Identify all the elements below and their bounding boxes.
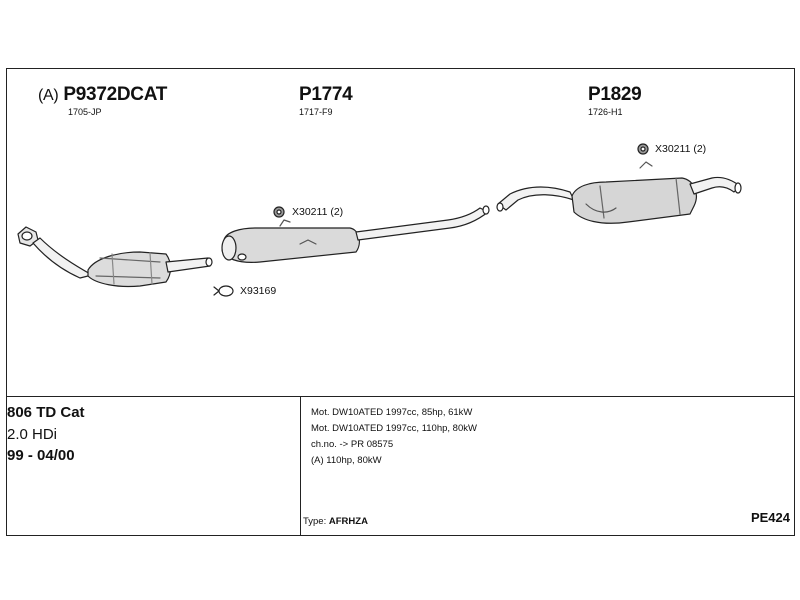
catalytic-converter	[87, 251, 172, 288]
hanger-rubber-rear	[637, 143, 649, 155]
vehicle-years: 99 - 04/00	[7, 447, 75, 464]
type-value: AFRHZA	[328, 516, 368, 527]
tailpipe	[689, 176, 741, 195]
front-downpipe	[32, 237, 93, 279]
part-code-rear: 1726-H1	[588, 107, 623, 117]
part-code-front: 1705-JP	[68, 107, 102, 117]
rear-inlet-pipe	[497, 186, 575, 211]
cat-outlet-pipe	[165, 257, 211, 273]
diagram-frame	[6, 68, 795, 536]
frame-divider-horizontal	[7, 396, 794, 397]
note-line: Mot. DW10ATED 1997cc, 85hp, 61kW	[311, 407, 473, 418]
middle-silencer	[221, 219, 360, 263]
part-prefix: (A)	[38, 87, 59, 104]
vehicle-engine: 2.0 HDi	[7, 426, 58, 443]
vehicle-model: 806 TD Cat	[7, 404, 85, 421]
frame-divider-vertical	[300, 396, 301, 536]
type-field: Type: AFRHZA	[303, 516, 368, 527]
note-line: Mot. DW10ATED 1997cc, 110hp, 80kW	[311, 423, 477, 434]
part-number-rear: P1829	[588, 84, 642, 105]
rear-silencer	[571, 161, 697, 224]
part-number-middle: P1774	[299, 84, 353, 105]
callout-clamp: X93169	[240, 285, 277, 297]
type-label: Type:	[303, 516, 327, 527]
part-code-middle: 1717-F9	[299, 107, 333, 117]
note-line: (A) 110hp, 80kW	[311, 455, 382, 466]
clamp-icon	[213, 285, 234, 297]
part-number-label: P9372DCAT	[63, 84, 168, 105]
reference-code: PE424	[750, 510, 790, 525]
part-number-front: (A) P9372DCAT	[38, 84, 167, 106]
callout-hanger-middle: X30211 (2)	[292, 206, 344, 218]
note-line: ch.no. -> PR 08575	[311, 439, 394, 450]
intermediate-pipe	[355, 207, 489, 241]
hanger-rubber-middle	[273, 206, 285, 218]
callout-hanger-rear: X30211 (2)	[655, 143, 707, 155]
